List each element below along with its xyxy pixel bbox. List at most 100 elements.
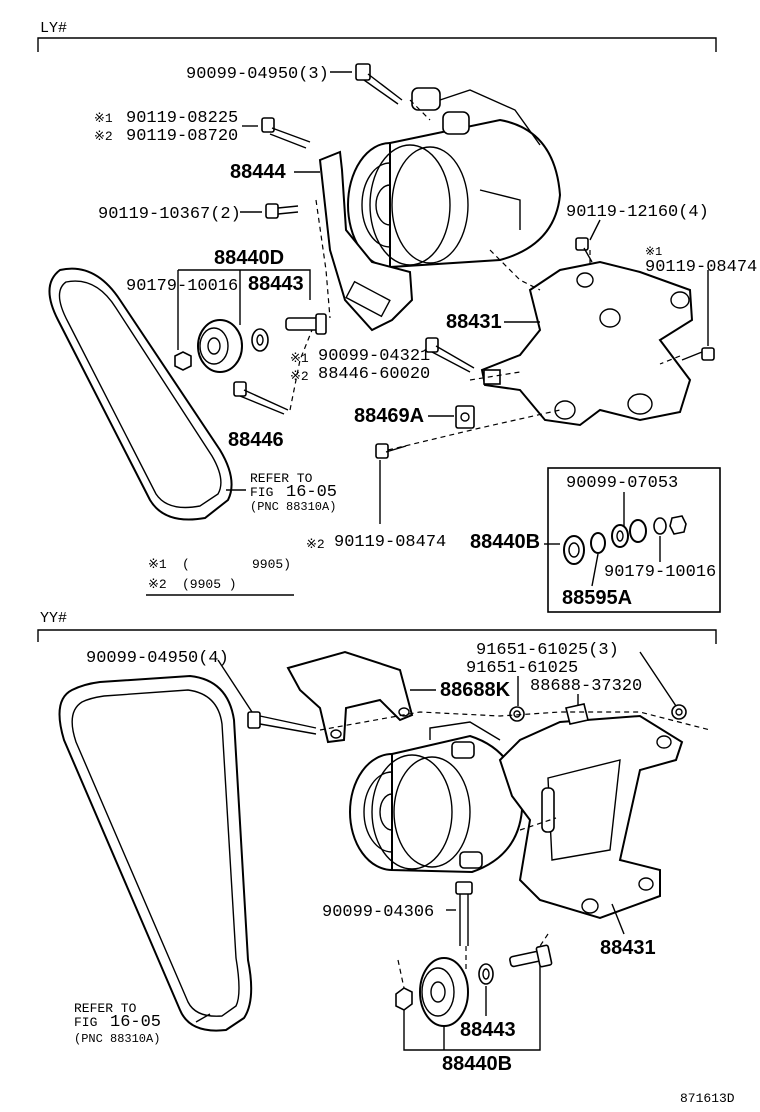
- label-91651-61025-3: 91651-61025(3): [476, 641, 619, 660]
- label-90179-10016-ly: 90179-10016: [126, 277, 238, 296]
- guide-c-ly: [387, 409, 561, 451]
- guide-c-yy: [539, 933, 549, 947]
- refer-pnc-yy: (PNC 88310A): [74, 1032, 160, 1046]
- washer-88443-ly: [251, 328, 269, 352]
- label-88446-ly: 88446: [228, 429, 284, 451]
- guide-f-ly: [659, 355, 681, 365]
- stud-yy: [509, 944, 553, 968]
- label-88440D-ly: 88440D: [214, 247, 284, 269]
- note1-range-end: 9905): [252, 557, 291, 572]
- mark1-label-a: ※1: [94, 111, 113, 126]
- leader-88440D-ly: [177, 269, 311, 350]
- mark1-label-c: ※1: [290, 351, 309, 366]
- bracket-88431-ly: [480, 260, 694, 427]
- label-90099-04321-ly: 90099-04321: [318, 347, 430, 366]
- label-90119-08474-top-ly: 90119-08474: [645, 258, 757, 277]
- inset-box-88440B: [547, 467, 721, 613]
- label-90119-08474-bot-ly: 90119-08474: [334, 533, 446, 552]
- note1-range-start: (: [182, 557, 190, 572]
- bracket-88431-yy: [498, 714, 684, 920]
- refer-fig-num-yy: 16-05: [110, 1013, 161, 1032]
- bolt-90119-12160-ly: [575, 237, 593, 263]
- bolt-90119-10367-ly: [265, 203, 299, 219]
- leader-91651-61025-3: [639, 651, 677, 707]
- mark1-label-b: ※1: [645, 245, 662, 259]
- clip-91651-61025-b: [671, 704, 687, 720]
- label-88431-ly: 88431: [446, 311, 502, 333]
- label-inset-88440B: 88440B: [470, 531, 540, 553]
- note1-mark: ※1: [148, 557, 167, 572]
- section-bracket-ly: [37, 37, 717, 52]
- label-88446-60020-ly: 88446-60020: [318, 365, 430, 384]
- clip-91651-61025-a: [509, 706, 525, 722]
- note2-range: (9905 ): [182, 577, 237, 592]
- label-inset-90179-10016: 90179-10016: [604, 563, 716, 582]
- washer-88443-yy: [478, 963, 494, 985]
- label-90099-04950-yy: 90099-04950(4): [86, 649, 229, 668]
- label-90119-12160-ly: 90119-12160(4): [566, 203, 709, 222]
- inset-bearing-parts: [563, 515, 687, 565]
- ac-compressor-ly: [347, 87, 562, 269]
- figure-code: 871613D: [680, 1091, 735, 1106]
- nut-90179-10016-ly: [174, 351, 192, 371]
- label-88688-37320: 88688-37320: [530, 677, 642, 696]
- label-90119-08225-ly: 90119-08225: [126, 109, 238, 128]
- leader-90119-12160-ly: [589, 219, 601, 241]
- label-88443-ly: 88443: [248, 273, 304, 295]
- leader-belt-yy: [195, 1013, 211, 1023]
- bolt-88446-ly: [233, 381, 289, 415]
- label-88688K: 88688K: [440, 679, 511, 701]
- note2-mark: ※2: [148, 577, 167, 592]
- guide-a-ly: [315, 199, 331, 319]
- plate-88469A-ly: [455, 405, 475, 429]
- refer-fig-ly: FIG: [250, 485, 273, 500]
- refer-fig-yy: FIG: [74, 1015, 97, 1030]
- idler-pulley-ly: [197, 319, 243, 373]
- label-88440B-yy: 88440B: [442, 1053, 512, 1075]
- drive-belt-yy: [58, 674, 253, 1032]
- bolt-90099-04950-yy: [247, 711, 317, 735]
- drive-belt-ly: [48, 267, 233, 521]
- label-88431-yy: 88431: [600, 937, 656, 959]
- guide-h-ly: [409, 99, 431, 121]
- guide-g-ly: [489, 249, 541, 291]
- leader-88431-yy: [611, 903, 625, 935]
- section-label-yy: YY#: [40, 610, 67, 627]
- refer-pnc-ly: (PNC 88310A): [250, 500, 336, 514]
- guide-d-yy: [519, 817, 557, 831]
- guide-b-ly: [289, 329, 313, 411]
- bolt-90099-04950-ly: [355, 63, 403, 105]
- guide-a-yy: [319, 711, 711, 731]
- mark2-label-d: ※2: [306, 537, 325, 552]
- nut-yy: [395, 987, 413, 1011]
- label-88444-ly: 88444: [230, 161, 286, 183]
- refer-to-yy: REFER TO: [74, 1001, 137, 1016]
- bolt-90119-08474-bot-ly: [375, 443, 407, 459]
- label-90119-08720-ly: 90119-08720: [126, 127, 238, 146]
- bolt-90119-08225-ly: [261, 117, 311, 149]
- label-88469A-ly: 88469A: [354, 405, 424, 427]
- label-90099-04950-ly: 90099-04950(3): [186, 65, 329, 84]
- bolt-90119-08474-top-ly: [681, 347, 715, 361]
- guide-b-yy: [397, 959, 405, 989]
- mark2-label-c: ※2: [290, 369, 309, 384]
- leader-inset-88595A: [591, 553, 599, 587]
- section-bracket-yy: [37, 629, 717, 644]
- label-90099-04306: 90099-04306: [322, 903, 434, 922]
- ac-compressor-yy: [349, 721, 524, 874]
- label-90119-10367-ly: 90119-10367(2): [98, 205, 241, 224]
- bracket-88688K: [286, 650, 414, 744]
- bolt-90099-04321-ly: [425, 337, 475, 373]
- refer-to-ly: REFER TO: [250, 471, 313, 486]
- mark2-label-a: ※2: [94, 129, 113, 144]
- bolt-90099-04306-yy: [455, 881, 473, 946]
- refer-fig-num-ly: 16-05: [286, 483, 337, 502]
- section-label-ly: LY#: [40, 20, 67, 37]
- label-inset-90099-07053: 90099-07053: [566, 474, 678, 493]
- leader-90099-04950-yy: [217, 659, 253, 713]
- label-91651-61025: 91651-61025: [466, 659, 578, 678]
- label-88443-yy: 88443: [460, 1019, 516, 1041]
- bracket-88444: [318, 150, 414, 332]
- stud-88446-60020-ly: [285, 313, 327, 335]
